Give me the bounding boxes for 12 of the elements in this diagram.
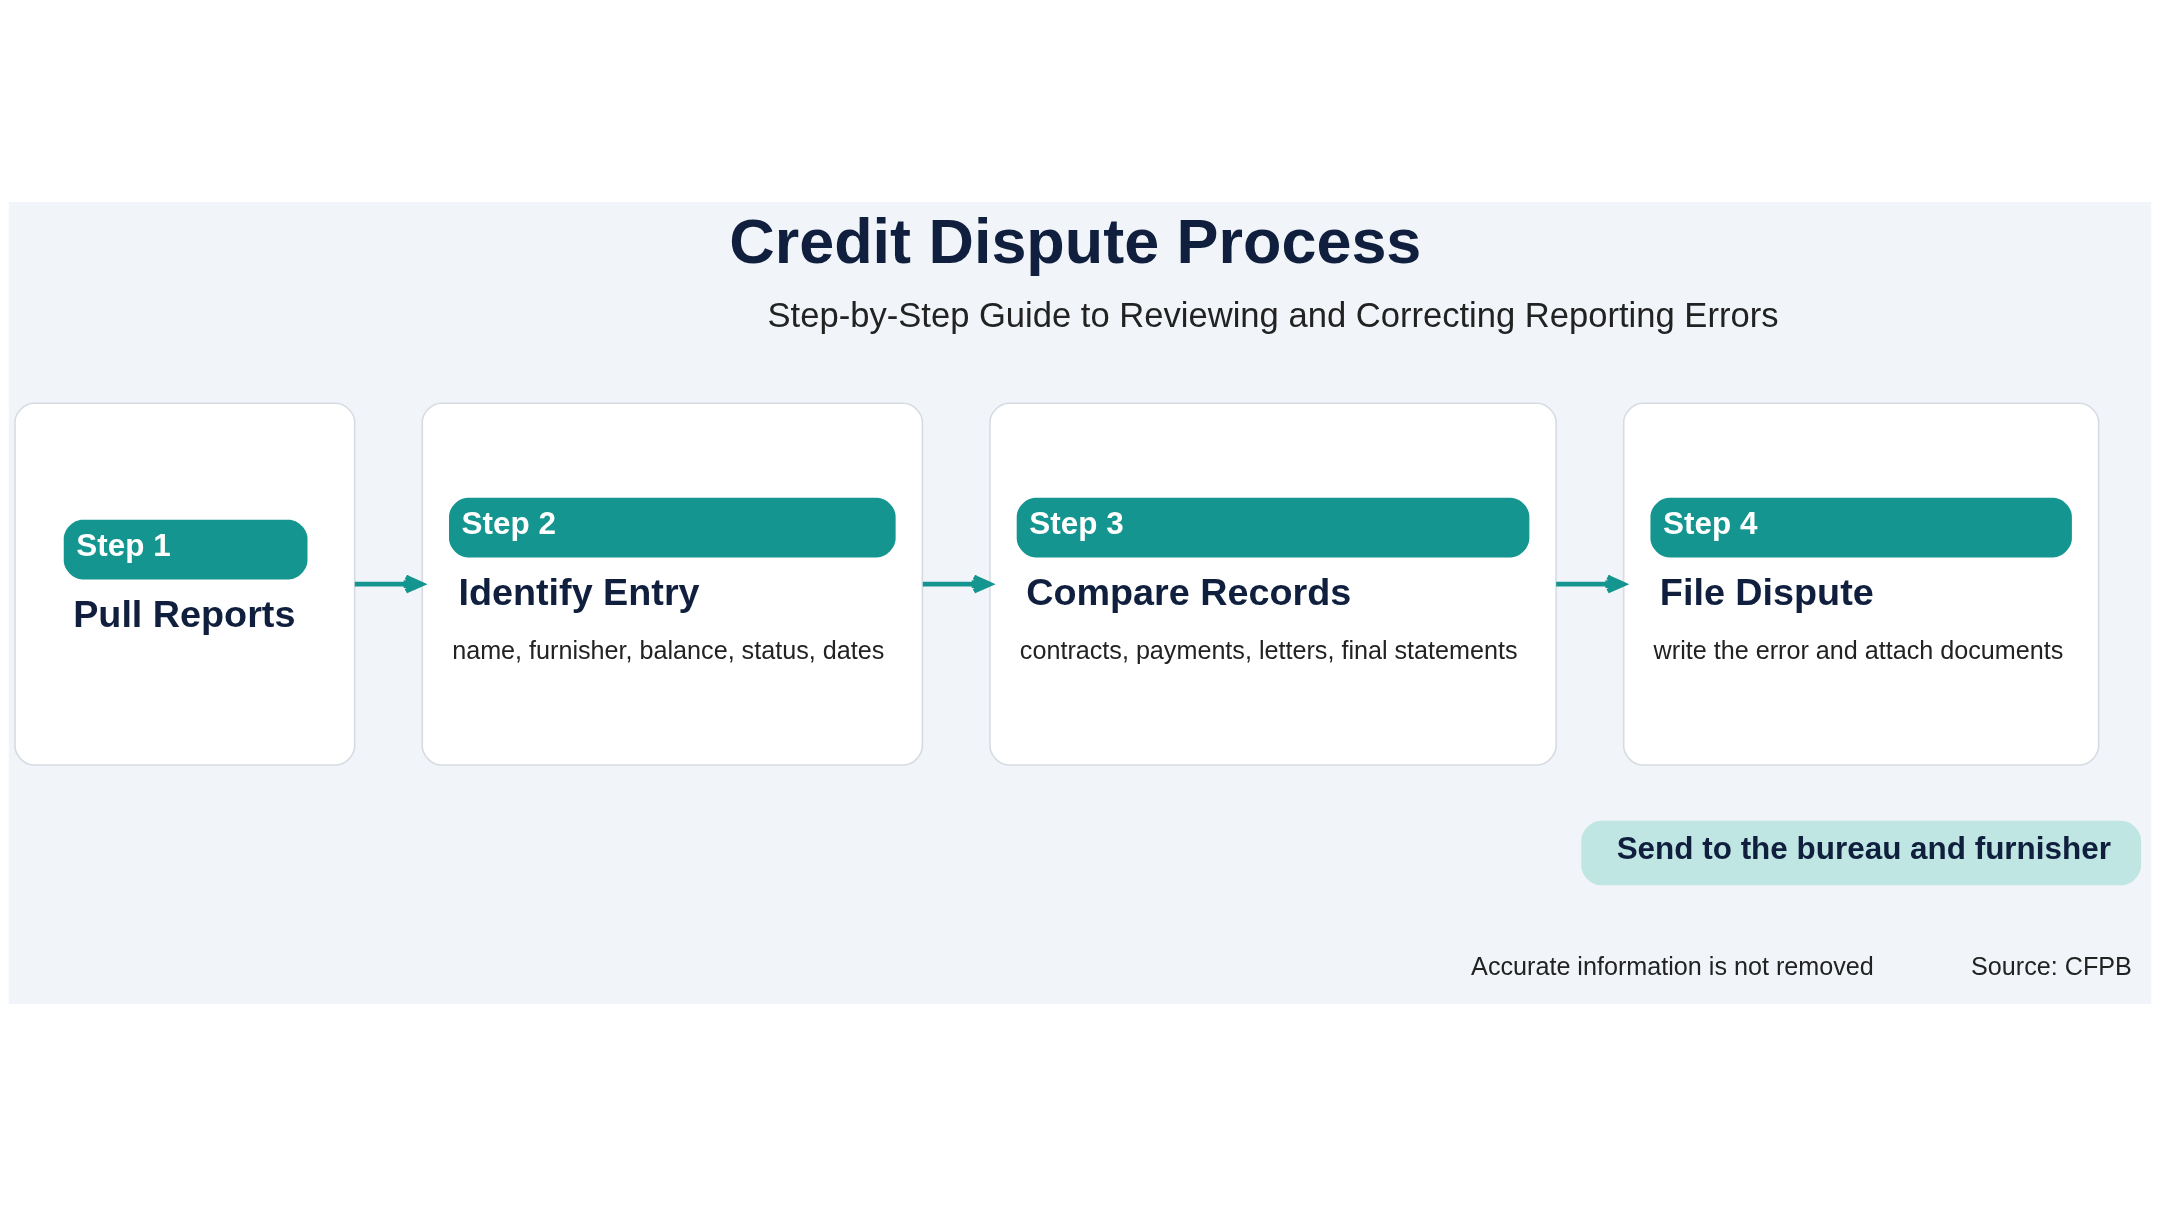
node-box: Step 3 Compare Records contracts, payments, letters, final statements <box>989 402 1557 766</box>
arrow <box>922 574 993 594</box>
diagram-title: Credit Dispute Process <box>729 206 1422 277</box>
node-box: Step 2 Identify Entry name, furnisher, balance, status, dates <box>421 402 924 766</box>
label: Step-by-Step Guide to Reviewing and Correcting Reporting Errors <box>767 296 1779 335</box>
label: Source: CFPB <box>1971 952 2132 981</box>
node-box: Step 1 Pull Reports <box>14 402 356 766</box>
arrow <box>354 574 425 594</box>
node-box: Step 4 File Dispute write the error and attach documents <box>1622 402 2100 766</box>
label: Accurate information is not removed <box>1471 952 1874 981</box>
arrow <box>1556 574 1626 594</box>
node-box: Send to the bureau and furnisher <box>1581 820 2142 886</box>
